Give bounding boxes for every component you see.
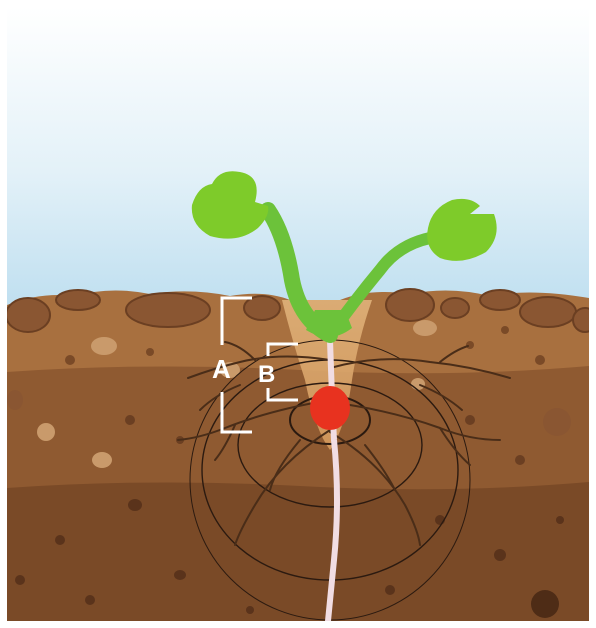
sky [7, 7, 589, 307]
label-b: B [258, 361, 275, 388]
seed [310, 386, 350, 430]
label-a: A [212, 354, 231, 384]
